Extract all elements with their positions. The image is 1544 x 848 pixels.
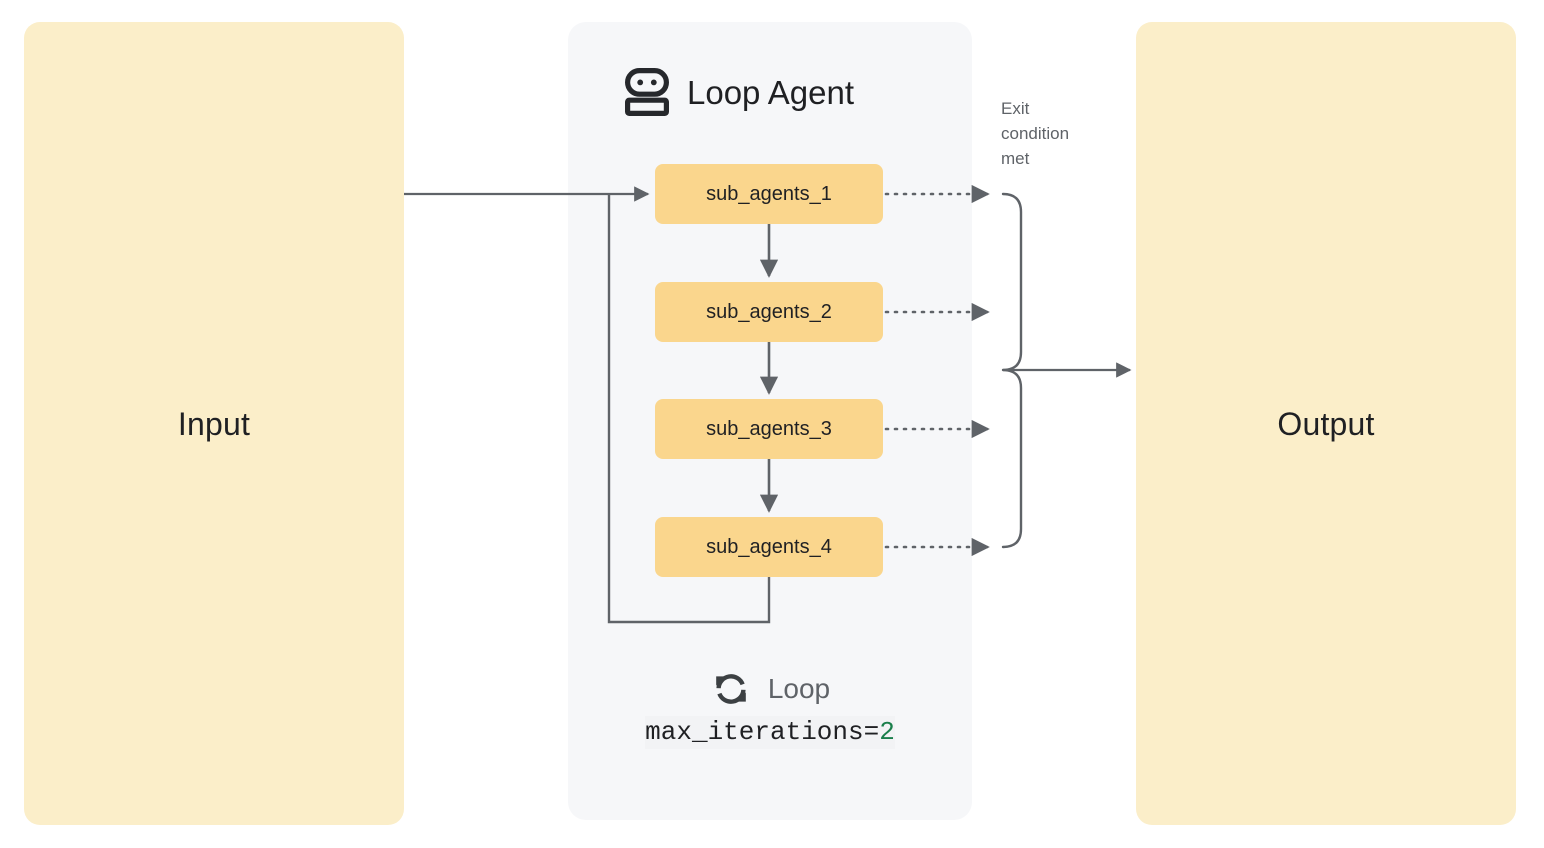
- sub-agent-box[interactable]: sub_agents_2: [655, 282, 883, 342]
- input-panel: Input: [24, 22, 404, 825]
- max-iterations-text: max_iterations=2: [645, 716, 895, 749]
- max-iterations-value: 2: [879, 717, 895, 747]
- robot-icon: [625, 68, 669, 116]
- input-label: Input: [177, 405, 251, 442]
- sub-agent-label: sub_agents_3: [706, 418, 832, 440]
- loop-refresh-icon: [710, 668, 752, 710]
- loop-agent-title: Loop Agent: [687, 73, 854, 111]
- max-iterations-key: max_iterations=: [645, 717, 880, 747]
- loop-footer: Loop max_iterations=2: [568, 668, 972, 749]
- sub-agent-label: sub_agents_1: [706, 183, 832, 205]
- loop-footer-row: Loop: [710, 668, 830, 710]
- loop-agent-header: Loop Agent: [625, 60, 854, 124]
- output-panel: Output: [1136, 22, 1516, 825]
- loop-label: Loop: [767, 673, 831, 704]
- sub-agent-box[interactable]: sub_agents_3: [655, 399, 883, 459]
- connector-exit-collector: [1001, 192, 1023, 549]
- sub-agent-box[interactable]: sub_agents_1: [655, 164, 883, 224]
- sub-agent-label: sub_agents_4: [706, 536, 832, 558]
- output-label: Output: [1277, 405, 1375, 442]
- sub-agent-label: sub_agents_2: [706, 301, 832, 323]
- exit-condition-label: Exit condition met: [1001, 99, 1070, 169]
- sub-agent-box[interactable]: sub_agents_4: [655, 517, 883, 577]
